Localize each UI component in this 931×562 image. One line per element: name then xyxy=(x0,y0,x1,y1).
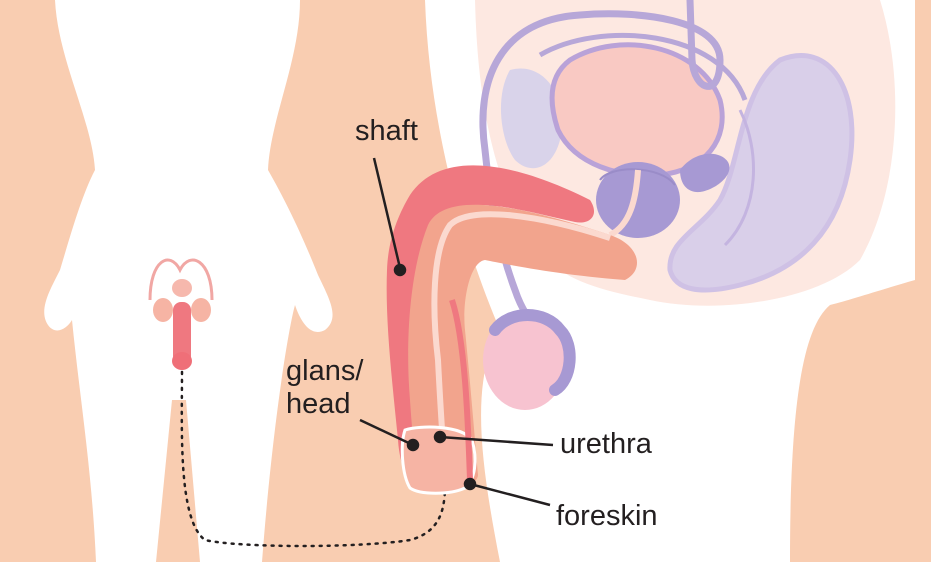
label-urethra: urethra xyxy=(560,428,652,461)
label-foreskin: foreskin xyxy=(556,500,658,533)
label-glans-line1: glans/ xyxy=(286,355,363,388)
body-silhouette xyxy=(44,0,332,562)
label-glans-line2: head xyxy=(286,388,351,421)
label-shaft: shaft xyxy=(355,115,418,148)
testicle xyxy=(483,310,570,410)
